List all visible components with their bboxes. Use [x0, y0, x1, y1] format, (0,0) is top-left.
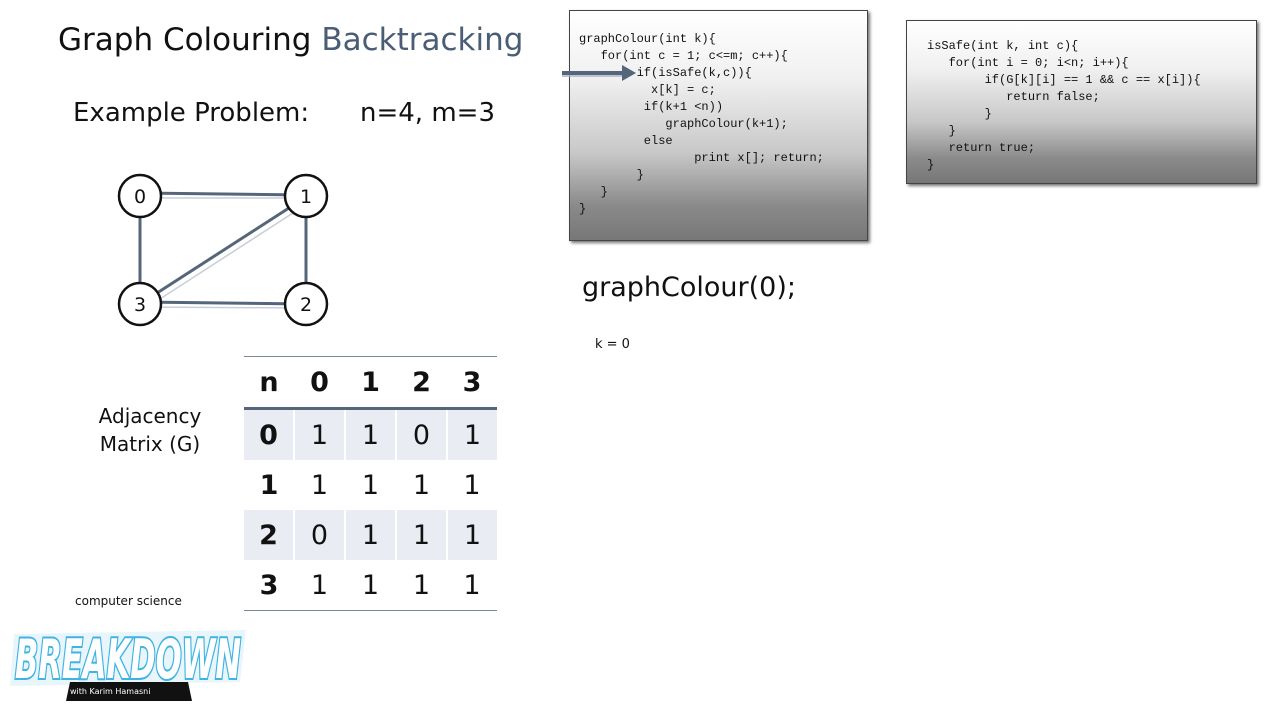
matrix-row: 0 1 1 0 1 — [244, 408, 497, 460]
node-2 — [283, 281, 329, 327]
matrix-cell: 1 — [445, 408, 497, 460]
page-title: Graph Colouring Backtracking — [58, 22, 523, 58]
matrix-row-header: 0 — [244, 408, 295, 460]
matrix-cell: 0 — [395, 408, 447, 460]
matrix-row: 2 0 1 1 1 — [244, 510, 497, 560]
k-value: k = 0 — [595, 337, 630, 352]
edge-2-3 — [139, 300, 307, 306]
matrix-cell: 1 — [396, 560, 447, 611]
graph-diagram: 0 1 2 3 — [117, 173, 329, 327]
matrix-cell: 1 — [445, 510, 497, 560]
matrix-cell: 1 — [361, 469, 380, 501]
node-label-1: 1 — [300, 186, 312, 208]
matrix-header-row: n 0 1 2 3 — [244, 356, 497, 410]
adjacency-label-line1: Adjacency — [98, 404, 202, 428]
matrix-header-cell: 1 — [345, 356, 396, 410]
edge-1-3 — [139, 195, 307, 306]
matrix-cell: 1 — [446, 560, 497, 611]
node-0 — [117, 173, 163, 219]
adjacency-label-line2: Matrix (G) — [99, 432, 201, 456]
matrix-cell: 1 — [463, 469, 481, 501]
title-main: Graph Colouring — [58, 22, 312, 58]
logo-main-text: BREAKDOWN — [15, 628, 241, 691]
breakdown-logo: BREAKDOWN — [10, 626, 246, 701]
graph-colour-code-box: graphColour(int k){ for(int c = 1; c<=m;… — [569, 10, 868, 241]
matrix-cell: 1 — [344, 510, 396, 560]
matrix-header-cell: n — [244, 356, 295, 410]
matrix-row-header: 2 — [244, 510, 295, 560]
matrix-row-header: 3 — [244, 560, 295, 611]
matrix-header-cell: 3 — [446, 356, 497, 410]
is-safe-code: isSafe(int k, int c){ for(int i = 0; i<n… — [927, 39, 1201, 172]
adjacency-label: Adjacency Matrix (G) — [90, 402, 210, 458]
edge-0-1 — [139, 191, 307, 197]
example-label: Example Problem: — [73, 98, 310, 128]
matrix-row-header: 1 — [259, 469, 279, 501]
matrix-cell: 1 — [345, 560, 396, 611]
matrix-header-cell: 2 — [396, 356, 447, 410]
logo-sub-text: with Karim Hamasni — [70, 687, 151, 696]
matrix-cell: 1 — [395, 510, 447, 560]
function-call: graphColour(0); — [582, 272, 796, 303]
graph-colour-code: graphColour(int k){ for(int c = 1; c<=m;… — [579, 32, 824, 216]
matrix-row: 1 1 1 1 1 — [244, 460, 497, 510]
matrix-cell: 0 — [293, 510, 346, 560]
matrix-cell: 1 — [293, 408, 346, 460]
node-label-0: 0 — [134, 186, 146, 208]
example-params: n=4, m=3 — [360, 98, 495, 128]
matrix-cell: 1 — [412, 469, 431, 501]
node-3 — [117, 281, 163, 327]
node-label-2: 2 — [300, 294, 312, 316]
logo-top-text: computer science — [75, 594, 182, 608]
node-label-3: 3 — [134, 294, 146, 316]
matrix-header-cell: 0 — [294, 356, 346, 410]
node-1 — [283, 173, 329, 219]
is-safe-code-box: isSafe(int k, int c){ for(int i = 0; i<n… — [906, 20, 1257, 184]
adjacency-matrix: n 0 1 2 3 0 1 1 0 1 1 1 1 1 1 2 0 1 1 1 … — [244, 356, 497, 611]
matrix-cell: 1 — [294, 560, 346, 611]
matrix-cell: 1 — [344, 408, 396, 460]
matrix-row: 3 1 1 1 1 — [244, 560, 497, 611]
title-accent: Backtracking — [321, 22, 524, 58]
matrix-cell: 1 — [310, 469, 329, 501]
arrow-right-icon — [562, 65, 636, 81]
